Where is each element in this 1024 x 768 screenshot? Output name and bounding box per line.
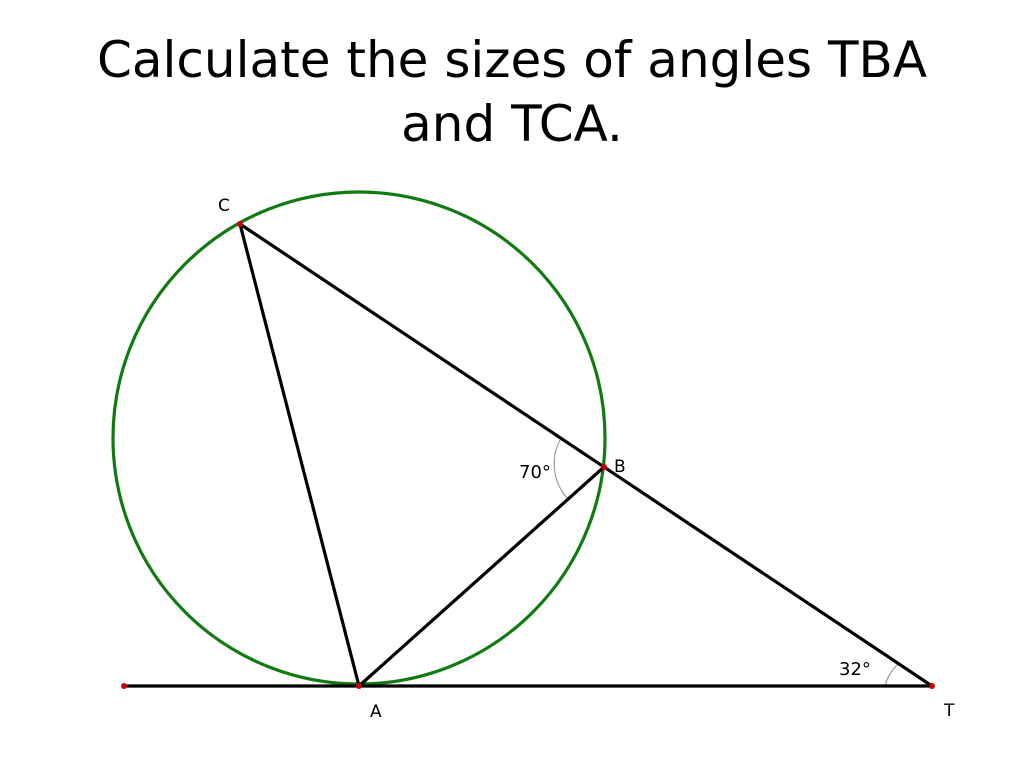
- point-c-marker: [237, 221, 243, 227]
- secant-line-ct: [239, 222, 933, 688]
- angle-t-label: 32°: [839, 659, 871, 680]
- circle: [111, 190, 607, 686]
- question-title-line-1: Calculate the sizes of angles TBA: [96, 31, 928, 89]
- angle-arc-t: [884, 663, 899, 687]
- chord-ca: [238, 223, 361, 687]
- point-a-label: A: [370, 702, 382, 722]
- angle-b-label: 70°: [519, 462, 551, 483]
- point-t-label: T: [943, 701, 955, 721]
- point-t-marker: [929, 683, 935, 689]
- chord-ba: [357, 465, 606, 688]
- point-a-marker: [356, 683, 362, 689]
- angle-arc-b: [553, 439, 568, 499]
- point-b-marker: [601, 464, 607, 470]
- question-title-line-2: and TCA.: [401, 95, 623, 153]
- tangent-end-marker: [121, 683, 127, 689]
- question-title: Calculate the sizes of angles TBA and TC…: [0, 28, 1024, 156]
- point-c-label: C: [218, 196, 230, 216]
- point-b-label: B: [614, 457, 626, 477]
